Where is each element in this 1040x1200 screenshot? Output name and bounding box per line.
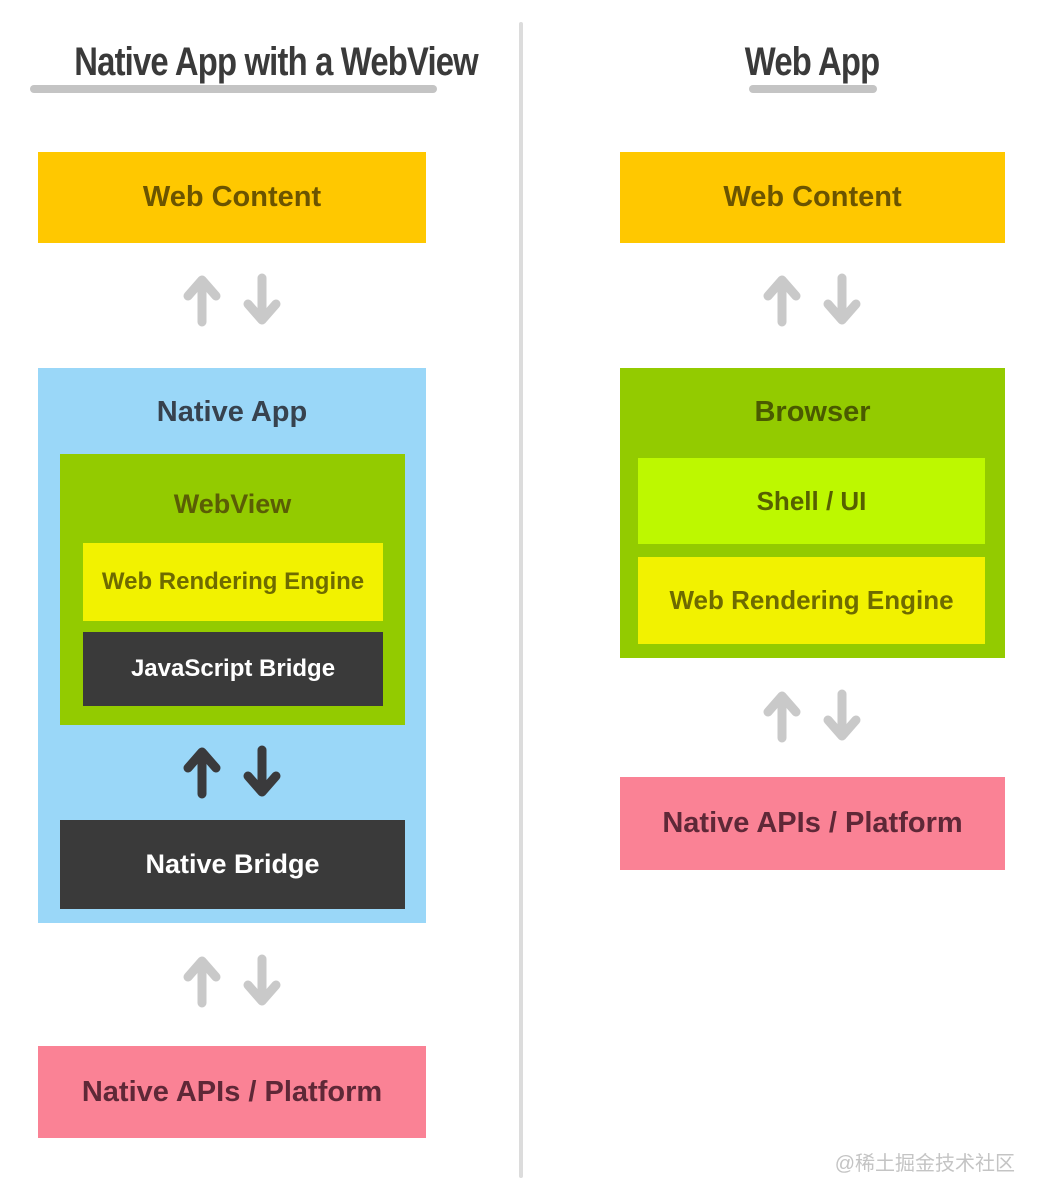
right-web-content-label: Web Content: [723, 181, 902, 213]
webview-label: WebView: [173, 489, 292, 519]
native-bridge-label: Native Bridge: [145, 849, 320, 879]
right-web-rendering-engine-label: Web Rendering Engine: [669, 585, 954, 615]
left-column-title-text: Native App with a WebView: [74, 40, 478, 84]
left-web-rendering-engine-label: Web Rendering Engine: [101, 568, 365, 595]
down-arrow-icon: [820, 272, 864, 328]
shell-ui-box: Shell / UI: [638, 458, 985, 544]
left-bottom-up-down-arrows: [180, 953, 284, 1009]
right-bottom-up-down-arrows: [760, 688, 864, 744]
javascript-bridge-label: JavaScript Bridge: [130, 655, 336, 682]
right-top-up-down-arrows: [760, 272, 864, 328]
up-arrow-icon: [180, 272, 224, 328]
down-arrow-icon: [240, 953, 284, 1009]
right-native-apis-label: Native APIs / Platform: [662, 807, 963, 839]
down-arrow-icon: [240, 744, 284, 800]
up-arrow-icon: [760, 272, 804, 328]
right-column-title-text: Web App: [745, 40, 880, 84]
left-top-up-down-arrows: [180, 272, 284, 328]
left-column-title: Native App with a WebView: [30, 38, 478, 86]
left-web-content-label: Web Content: [142, 181, 322, 213]
right-column-title: Web App: [620, 38, 1005, 86]
up-arrow-icon: [180, 744, 224, 800]
left-native-apis-box: Native APIs / Platform: [38, 1046, 426, 1138]
right-title-underline: [749, 85, 877, 93]
right-web-rendering-engine-box: Web Rendering Engine: [638, 557, 985, 644]
up-arrow-icon: [760, 688, 804, 744]
left-web-rendering-engine-box: Web Rendering Engine: [83, 543, 383, 621]
up-arrow-icon: [180, 953, 224, 1009]
down-arrow-icon: [820, 688, 864, 744]
column-divider: [519, 22, 523, 1178]
javascript-bridge-box: JavaScript Bridge: [83, 632, 383, 706]
native-app-label: Native App: [156, 396, 308, 428]
watermark: @稀土掘金技术社区: [834, 1153, 1015, 1175]
native-bridge-box: Native Bridge: [60, 820, 405, 909]
left-title-underline: [30, 85, 437, 93]
right-native-apis-box: Native APIs / Platform: [620, 777, 1005, 870]
down-arrow-icon: [240, 272, 284, 328]
browser-label: Browser: [754, 396, 871, 428]
right-web-content-box: Web Content: [620, 152, 1005, 243]
left-native-apis-label: Native APIs / Platform: [81, 1075, 383, 1108]
left-web-content-box: Web Content: [38, 152, 426, 243]
bridge-up-down-arrows: [180, 744, 284, 800]
shell-ui-label: Shell / UI: [756, 485, 867, 516]
